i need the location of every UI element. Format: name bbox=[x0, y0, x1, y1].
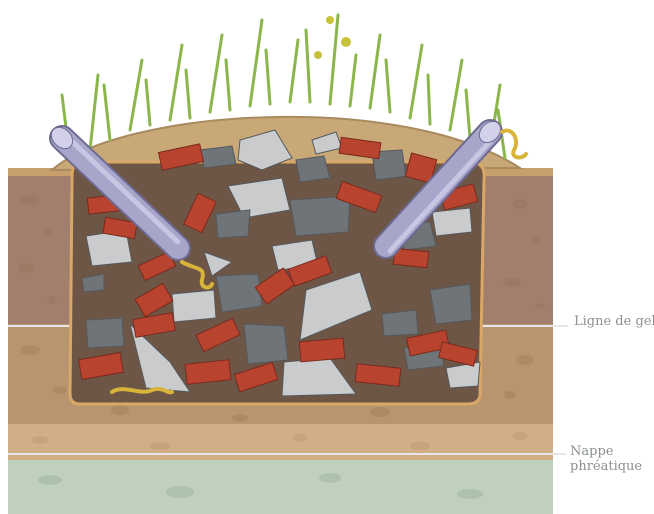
water-table-label: Nappe phréatique bbox=[570, 444, 642, 474]
water-table-label-line2: phréatique bbox=[570, 459, 642, 474]
wildflower-icon bbox=[314, 16, 351, 59]
water-table-label-line1: Nappe bbox=[570, 444, 642, 459]
frost-line-label: Ligne de gel bbox=[574, 314, 654, 329]
groundwater-layer bbox=[8, 460, 553, 514]
